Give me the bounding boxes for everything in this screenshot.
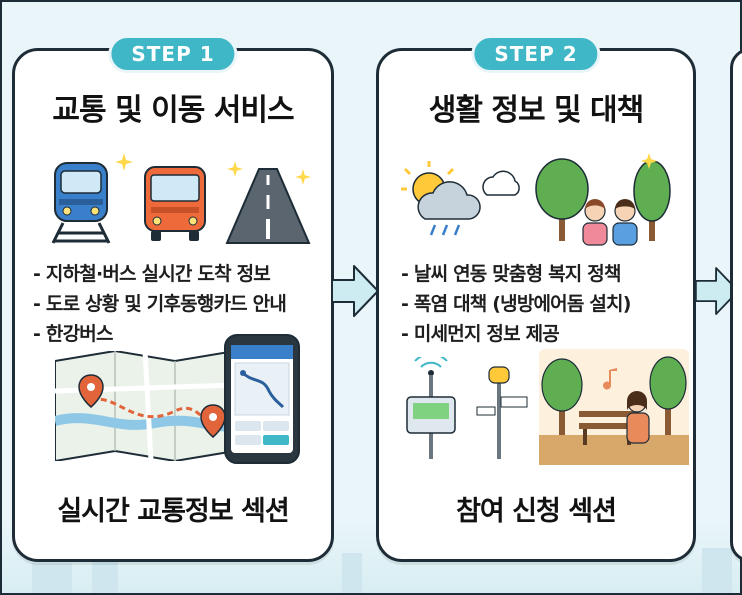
bullet-item: - 미세먼지 정보 제공 [401, 323, 560, 345]
section-label: 실시간 교통정보 섹션 [57, 496, 289, 527]
bus-icon [144, 166, 206, 241]
sparkle-icon [295, 169, 311, 185]
bullet-item: - 폭염 대책 (냉방에어돔 설치) [401, 293, 631, 315]
section-label: 참여 신청 섹션 [456, 496, 617, 527]
arrow-right-icon [694, 267, 740, 315]
bullet-list: - 날씨 연동 맞춤형 복지 정책 - 폭염 대책 (냉방에어돔 설치) - 미… [401, 259, 683, 349]
step-badge: STEP 2 [471, 35, 601, 73]
weather-sun-cloud-icon [401, 161, 520, 236]
card-title: 교통 및 이동 서비스 [52, 93, 294, 128]
bullet-item: - 도로 상황 및 기후동행카드 안내 [33, 293, 287, 315]
step-card-3-partial [730, 48, 742, 562]
air-quality-sensor-icon [406, 357, 528, 459]
bullet-item: - 날씨 연동 맞춤형 복지 정책 [401, 263, 621, 285]
park-people-icon [535, 153, 671, 246]
card-title: 생활 정보 및 대책 [428, 93, 645, 128]
step-badge: STEP 1 [108, 35, 238, 73]
bullet-item: - 한강버스 [33, 323, 113, 345]
park-bench-icon [539, 349, 689, 465]
skyline-building [702, 548, 732, 593]
subway-train-icon [51, 162, 111, 244]
sparkle-icon [115, 153, 133, 171]
arrow-right-icon [331, 265, 379, 317]
map-icon [55, 351, 237, 461]
sparkle-icon [227, 161, 243, 177]
smartphone-navigation-icon [224, 334, 300, 464]
road-icon [225, 168, 311, 244]
step-card-1: STEP 1 교통 및 이동 서비스 - 지하철·버스 실 [12, 35, 334, 562]
step-card-2: STEP 2 생활 정보 및 대책 - 날씨 연동 맞춤형 복지 정책 - 폭염… [376, 35, 696, 562]
skyline-building [342, 553, 362, 593]
skyline-building [32, 563, 72, 593]
bullet-item: - 지하철·버스 실시간 도착 정보 [33, 263, 271, 285]
bullet-list: - 지하철·버스 실시간 도착 정보 - 도로 상황 및 기후동행카드 안내 -… [33, 259, 321, 349]
